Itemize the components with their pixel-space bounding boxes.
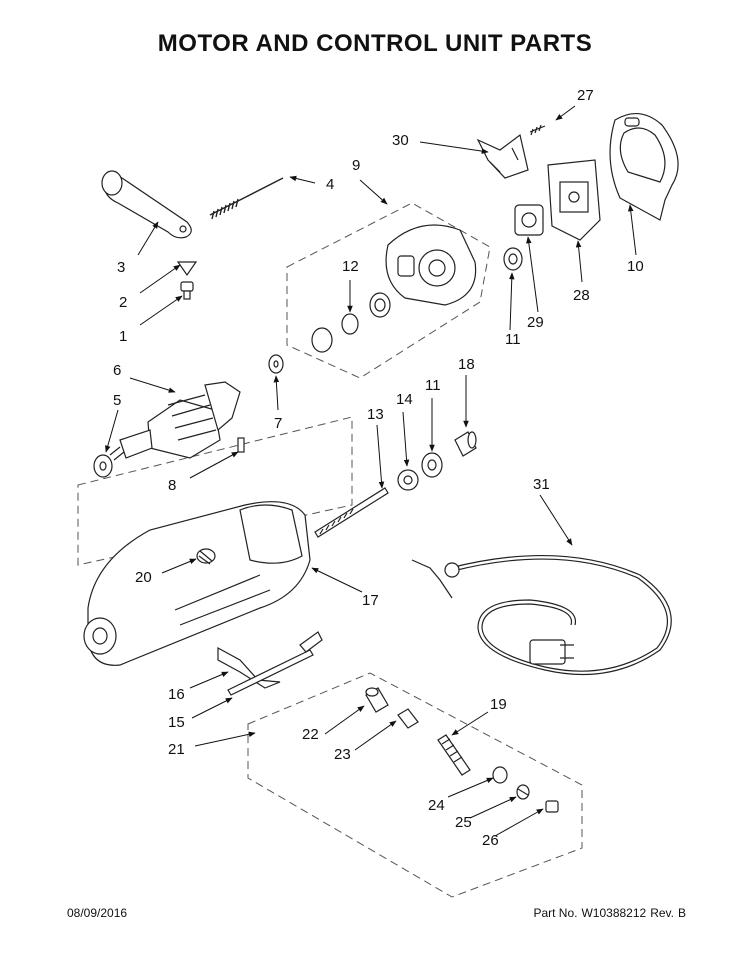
part-25-screw [516,784,530,800]
callout-11-lower: 11 [425,377,441,394]
part-26-cap [545,800,559,813]
part-3-lever [101,170,192,239]
callout-12: 12 [342,258,359,275]
callout-15: 15 [168,714,185,731]
part-18-sleeve [454,431,477,457]
callout-2: 2 [119,294,127,311]
callout-23: 23 [334,746,351,763]
part-6-armature [109,381,241,461]
rev-value: B [677,906,686,920]
callout-10: 10 [627,258,644,275]
part-28-control-board [547,159,601,241]
part-5-washer [93,454,113,478]
part-4-spring [209,177,284,220]
part-7-washer [268,354,284,374]
part-31-power-cord [411,554,672,676]
part-no-value: W10388212 [581,906,647,920]
group-outlines [77,202,583,898]
part-8-pin [237,437,245,453]
part-1-screw [180,281,194,300]
part-19-spring [437,734,471,776]
callout-25: 25 [455,814,472,831]
callout-18: 18 [458,356,475,373]
callout-13: 13 [367,406,384,423]
callout-29: 29 [527,314,544,331]
part-10-cover [609,113,679,221]
part-23-coupling [397,708,419,729]
callout-1: 1 [119,328,127,345]
part-12-bearing [311,292,391,353]
part-24-bushing [492,766,508,784]
part-29-brush [514,204,544,236]
callout-3: 3 [117,259,125,276]
callout-7: 7 [274,415,282,432]
part-22-pin [365,687,389,713]
callout-24: 24 [428,797,445,814]
callout-31: 31 [533,476,550,493]
callout-8: 8 [168,477,176,494]
callout-9: 9 [352,157,360,174]
leader-lines [105,105,637,837]
part-16-lever [217,631,323,696]
callout-27: 27 [577,87,594,104]
callout-19: 19 [490,696,507,713]
callout-11-upper: 11 [505,331,521,348]
part-11-lower [421,452,443,478]
part-20-spring [196,548,216,565]
callout-labels: 1 2 3 4 5 6 7 8 9 10 11 11 12 13 14 15 1… [113,87,644,849]
callout-4: 4 [326,176,334,193]
callout-30: 30 [392,132,409,149]
rev-label: Rev. [650,906,674,920]
part-9-motor-plate [385,224,477,306]
part-30-bracket [476,133,529,179]
footer-date: 08/09/2016 [67,906,128,920]
callout-6: 6 [113,362,121,379]
callout-28: 28 [573,287,590,304]
part-17-motor-housing [83,501,311,666]
callout-26: 26 [482,832,499,849]
callout-20: 20 [135,569,152,586]
callout-17: 17 [362,592,379,609]
part-14-lock-washer [397,469,419,491]
part-11-upper [503,247,523,271]
part-2-washer [176,261,198,277]
callout-21: 21 [168,741,185,758]
part-no-label: Part No. [533,906,578,920]
page-title: MOTOR AND CONTROL UNIT PARTS [157,30,593,57]
callout-5: 5 [113,392,121,409]
callout-16: 16 [168,686,185,703]
part-27-screw [529,124,546,136]
callout-22: 22 [302,726,319,743]
part-13-worm-shaft [314,487,389,538]
callout-14: 14 [396,391,413,408]
